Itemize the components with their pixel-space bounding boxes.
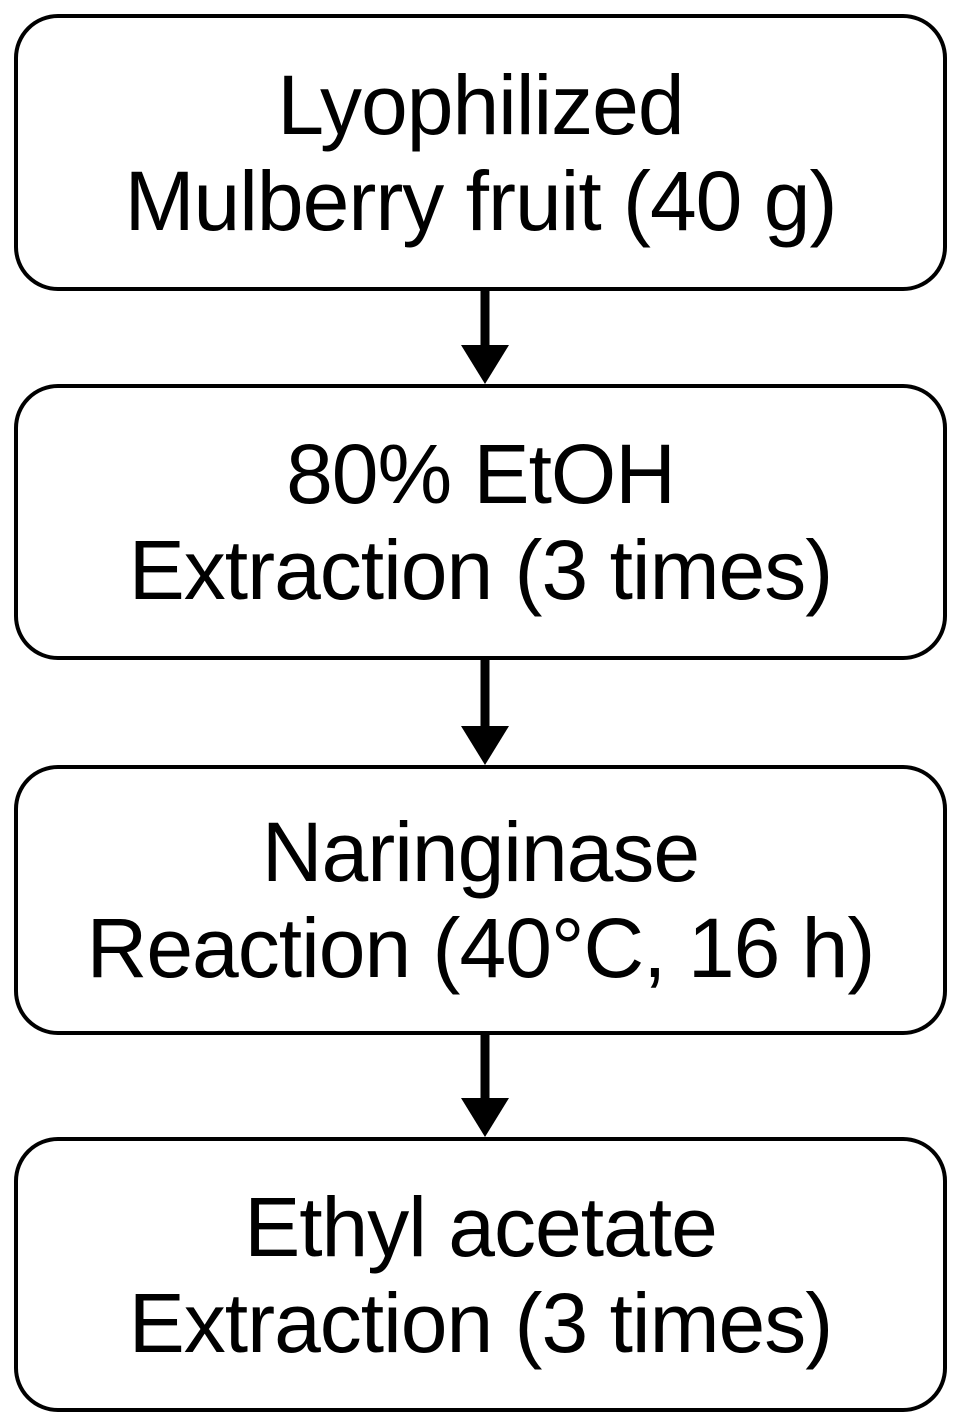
down-arrow-icon: [461, 660, 509, 765]
step-3-line-1: Naringinase: [261, 805, 700, 899]
step-2-line-2: Extraction (3 times): [128, 523, 834, 617]
step-3-line-2: Reaction (40°C, 16 h): [86, 901, 876, 995]
step-box-etoh-extraction: 80% EtOH Extraction (3 times): [14, 384, 947, 660]
step-box-lyophilized-fruit: Lyophilized Mulberry fruit (40 g): [14, 14, 947, 291]
step-1-line-1: Lyophilized: [277, 57, 684, 152]
step-4-line-1: Ethyl acetate: [244, 1179, 718, 1274]
down-arrow-icon: [461, 1035, 509, 1137]
step-2-line-1: 80% EtOH: [286, 427, 676, 521]
down-arrow-icon: [461, 291, 509, 384]
step-box-ethyl-acetate-extraction: Ethyl acetate Extraction (3 times): [14, 1137, 947, 1412]
step-box-naringinase-reaction: Naringinase Reaction (40°C, 16 h): [14, 765, 947, 1035]
step-4-line-2: Extraction (3 times): [128, 1275, 834, 1370]
step-1-line-2: Mulberry fruit (40 g): [124, 153, 838, 248]
